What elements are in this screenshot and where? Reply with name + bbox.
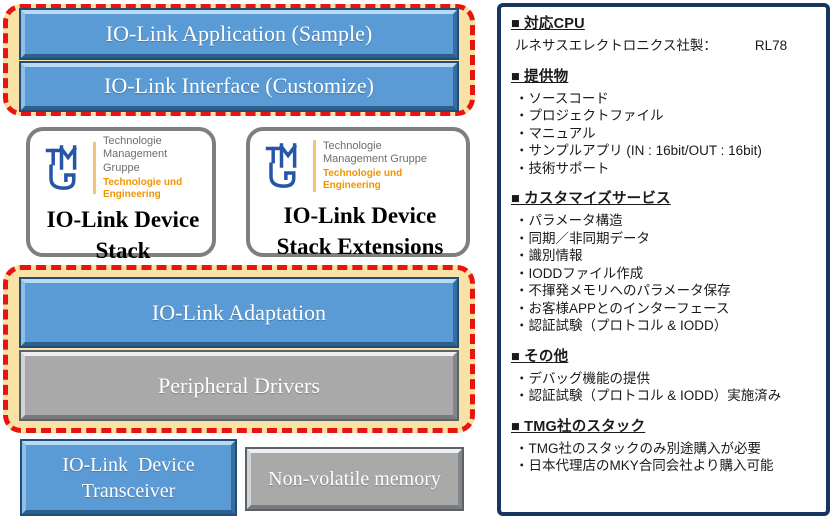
box-transceiver-line1: IO-Link Device	[62, 453, 195, 476]
section-item: ・認証試験（プロトコル & IODD）	[515, 318, 728, 333]
customize-group-bottom: IO-Link Adaptation Peripheral Drivers	[3, 265, 475, 433]
section-heading: ■ 提供物	[511, 68, 569, 85]
tmg-logo-text: Technologie Management Gruppe Technologi…	[103, 135, 202, 201]
section-item: ・パラメータ構造	[515, 213, 623, 228]
tmg-logo-line1: Technologie	[323, 140, 382, 152]
tmg-device-stack-extensions-box: Technologie Management Gruppe Technologi…	[246, 127, 470, 259]
box-transceiver: IO-Link Device Transceiver	[20, 439, 237, 516]
cpu-vendor-label: ルネサスエレクトロニクス社製：	[515, 38, 717, 53]
box-nonvolatile-memory: Non-volatile memory	[245, 447, 464, 511]
info-sections: ■ 対応CPU ルネサスエレクトロニクス社製： RL78 ■ 提供物・ソースコード・プ…	[511, 15, 818, 475]
section-item: ルネサスエレクトロニクス社製： RL78	[511, 37, 818, 55]
stack-title-line2: Stack	[95, 238, 151, 264]
box-peripheral-drivers: Peripheral Drivers	[19, 350, 459, 421]
section-item: ・お客様APPとのインターフェース	[515, 300, 730, 316]
box-transceiver-line2: Transceiver	[81, 479, 176, 502]
section-item: ・TMG社のスタックのみ別途購入が必要	[515, 440, 761, 456]
tmg-logo-line1: Technologie	[103, 135, 162, 148]
section-heading: ■ TMG社のスタック	[511, 418, 646, 435]
tmg-logo: Technologie Management Gruppe Technologi…	[264, 140, 456, 193]
box-io-link-interface: IO-Link Interface (Customize)	[19, 60, 459, 112]
tmg-logo-line3: Technologie und Engineering	[323, 168, 403, 192]
info-section: ■ TMG社のスタック・TMG社のスタックのみ別途購入が必要・日本代理店のMKY…	[511, 418, 818, 475]
tmg-logo-text: Technologie Management Gruppe Technologi…	[323, 140, 456, 192]
info-section: ■ カスタマイズサービス・パラメータ構造・同期／非同期データ・識別情報・IODD…	[511, 190, 818, 335]
box-io-link-application: IO-Link Application (Sample)	[19, 8, 459, 60]
box-peripheral-drivers-label: Peripheral Drivers	[158, 372, 320, 398]
info-section: ■ その他・デバッグ機能の提供・認証試験（プロトコル & IODD）実施済み	[511, 348, 818, 405]
tmg-monogram-icon	[265, 143, 298, 189]
section-item: ・同期／非同期データ	[515, 230, 650, 246]
box-io-link-adaptation-label: IO-Link Adaptation	[151, 299, 327, 325]
section-item: ・技術サポート	[515, 160, 610, 176]
stack-title-line1: IO-Link Device	[46, 207, 200, 232]
tmg-logo-line3: Technologie und Engineering	[103, 176, 183, 200]
info-section: ■ 対応CPU ルネサスエレクトロニクス社製： RL78	[511, 15, 818, 55]
section-heading: ■ その他	[511, 348, 569, 365]
section-item: ・デバッグ機能の提供	[515, 370, 650, 386]
section-heading: ■ 対応CPU	[511, 16, 585, 32]
customize-group-top: IO-Link Application (Sample) IO-Link Int…	[3, 4, 475, 116]
section-item: ・プロジェクトファイル	[515, 108, 664, 123]
box-io-link-application-label: IO-Link Application (Sample)	[105, 20, 373, 46]
stack-title: IO-Link Device Stack	[44, 204, 202, 266]
tmg-monogram-icon	[45, 145, 78, 190]
section-item: ・ソースコード	[515, 90, 609, 106]
box-nonvolatile-memory-label: Non-volatile memory	[268, 467, 441, 490]
box-io-link-adaptation: IO-Link Adaptation	[19, 277, 459, 348]
section-item: ・サンプルアプリ (IN : 16bit/OUT : 16bit)	[515, 143, 762, 158]
stack-extensions-title-line1: IO-Link Device	[283, 203, 437, 229]
section-item: ・IODDファイル作成	[515, 265, 644, 281]
stack-extensions-title: IO-Link Device Stack Extensions	[264, 200, 456, 262]
section-item: ・マニュアル	[515, 125, 596, 141]
tmg-logo-line2: Management Gruppe	[103, 148, 168, 174]
section-item: ・日本代理店のMKY合同会社より購入可能	[515, 458, 774, 473]
tmg-logo-divider	[313, 140, 316, 193]
box-io-link-interface-label: IO-Link Interface (Customize)	[104, 73, 374, 99]
section-item: ・認証試験（プロトコル & IODD）実施済み	[515, 388, 782, 403]
section-item: ・識別情報	[515, 248, 583, 263]
section-item: ・不揮発メモリへのパラメータ保存	[515, 283, 731, 298]
cpu-model-value: RL78	[754, 38, 788, 53]
tmg-logo: Technologie Management Gruppe Technologi…	[44, 135, 202, 200]
section-heading: ■ カスタマイズサービス	[511, 191, 671, 207]
info-panel: ■ 対応CPU ルネサスエレクトロニクス社製： RL78 ■ 提供物・ソースコード・プ…	[497, 3, 830, 516]
tmg-logo-divider	[93, 142, 96, 194]
stack-extensions-title-line2: Stack Extensions	[276, 234, 444, 260]
info-section: ■ 提供物・ソースコード・プロジェクトファイル・マニュアル・サンプルアプリ (I…	[511, 68, 818, 178]
tmg-logo-line2: Management Gruppe	[323, 153, 427, 166]
tmg-device-stack-box: Technologie Management Gruppe Technologi…	[26, 127, 216, 263]
